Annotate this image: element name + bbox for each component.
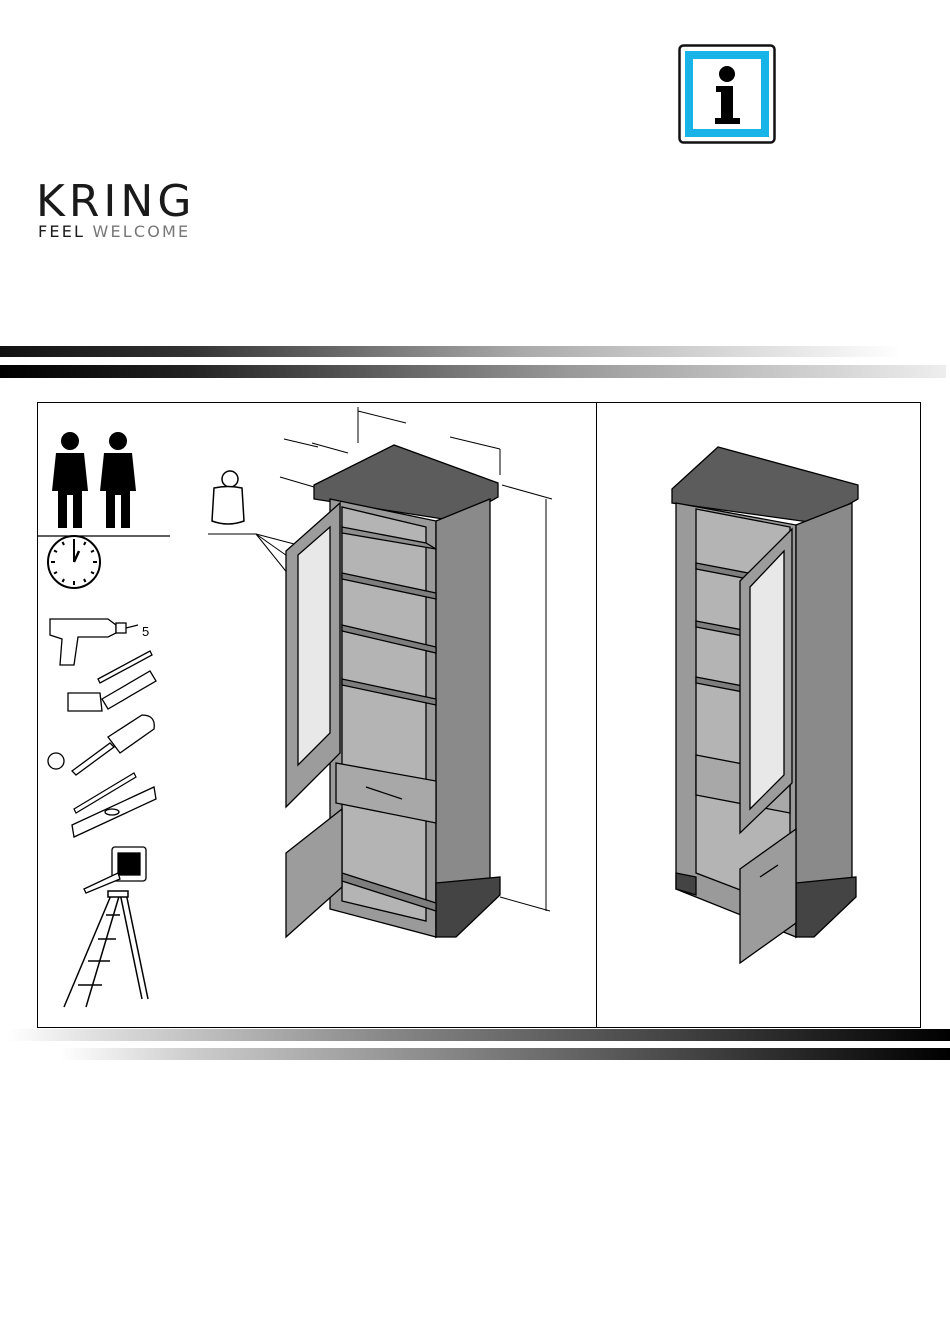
frame-divider	[596, 402, 597, 1027]
info-icon	[678, 44, 776, 144]
tagline-welcome: WELCOME	[92, 222, 190, 241]
header-band-1	[0, 346, 950, 357]
step-ladder-icon	[64, 891, 148, 1007]
brand-name: KRING	[36, 182, 195, 222]
screwdriver-icon	[48, 715, 154, 775]
cabinet-dimension-drawing	[200, 403, 594, 1025]
brand-tagline: FEEL WELCOME	[38, 222, 190, 241]
tape-measure-icon	[84, 847, 146, 893]
cabinet-assembled-drawing	[600, 403, 916, 1025]
tagline-feel: FEEL	[38, 222, 85, 241]
weight-icon	[212, 471, 244, 524]
clock-icon	[48, 536, 100, 588]
two-persons-icon	[52, 432, 136, 528]
spirit-level-icon	[72, 787, 156, 837]
drill-icon	[50, 619, 152, 683]
footer-band-2	[60, 1048, 950, 1060]
footer-band-1	[8, 1029, 950, 1041]
header-band-2	[0, 365, 946, 378]
cabinet-illustration	[286, 445, 500, 937]
brand-logo: KRING FEEL WELCOME	[36, 182, 236, 242]
tools-panel: 5	[38, 403, 188, 1025]
drill-bit-size-label: 5	[142, 624, 149, 639]
